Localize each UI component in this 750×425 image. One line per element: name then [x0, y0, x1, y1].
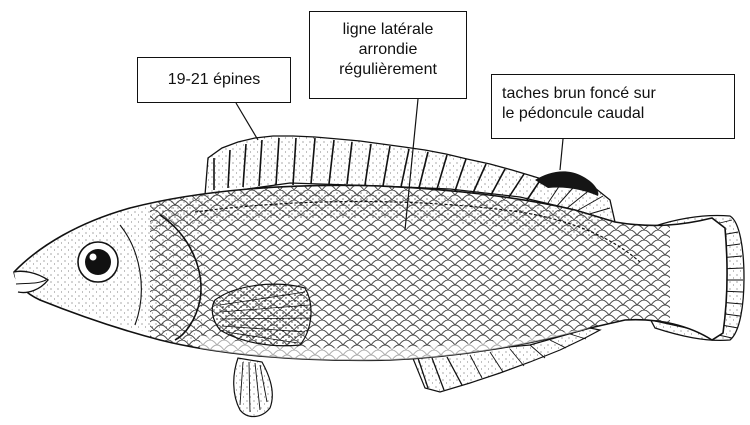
lateral-line-label-line-2: arrondie	[310, 40, 466, 60]
spines-label: 19-21 épines	[137, 57, 291, 103]
fish-body	[14, 180, 727, 370]
eye	[78, 242, 118, 282]
lateral-line-label-line-1: ligne latérale	[310, 20, 466, 40]
caudal-spots-label-line-2: le pédoncule caudal	[502, 104, 734, 124]
caudal-spots-label-line-1: taches brun foncé sur	[502, 84, 734, 104]
spines-label-text: 19-21 épines	[138, 70, 290, 90]
lateral-line-label-line-3: régulièrement	[310, 60, 466, 80]
caudal-spots-pointer	[560, 139, 563, 170]
lateral-line-label: ligne latérale arrondie régulièrement	[309, 11, 467, 99]
caudal-spots-label: taches brun foncé sur le pédoncule cauda…	[491, 74, 735, 139]
pelvic-fin	[234, 358, 273, 417]
spines-pointer	[236, 103, 258, 140]
